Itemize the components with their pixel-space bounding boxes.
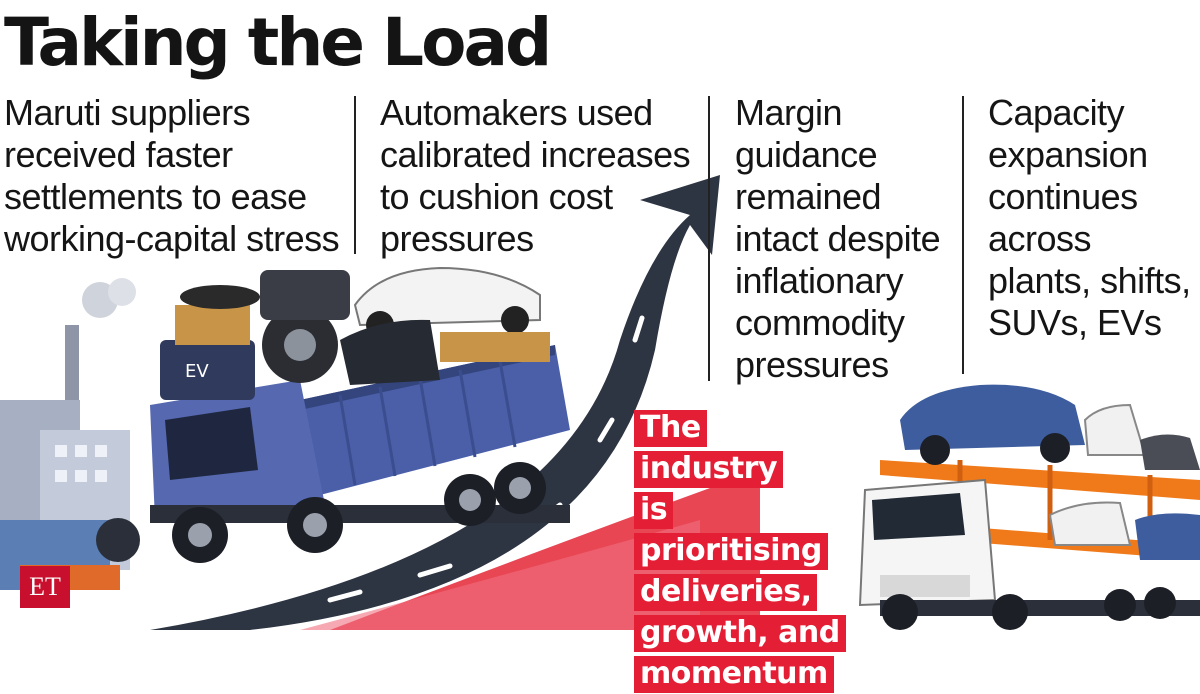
column-capacity: Capacity expansion continues across plan… xyxy=(988,92,1198,344)
column-divider xyxy=(708,96,710,381)
column-line: Capacity xyxy=(988,92,1125,133)
column-line: working-capital stress xyxy=(4,218,340,259)
column-line: received faster xyxy=(4,134,233,175)
callout-line: The industry xyxy=(634,410,784,488)
truck-ev-badge: EV xyxy=(185,361,209,382)
callout-line: deliveries, xyxy=(634,574,818,611)
column-line: guidance xyxy=(735,134,878,175)
page-title: Taking the Load xyxy=(4,4,552,81)
factory-icon xyxy=(0,278,140,590)
callout-box: The industry is prioritising deliveries,… xyxy=(634,407,846,694)
road-arrow xyxy=(150,175,720,630)
column-automakers: Automakers used calibrated increases to … xyxy=(380,92,700,260)
column-line: commodity xyxy=(735,302,905,343)
column-line: plants, shifts, xyxy=(988,260,1191,301)
column-divider xyxy=(962,96,964,374)
column-line: settlements to ease xyxy=(4,176,307,217)
column-line: across xyxy=(988,218,1092,259)
column-line: calibrated increases xyxy=(380,134,691,175)
callout-line: momentum xyxy=(634,656,834,693)
column-line: pressures xyxy=(380,218,534,259)
truck-icon xyxy=(150,266,570,563)
column-line: Margin xyxy=(735,92,843,133)
column-line: inflationary xyxy=(735,260,904,301)
column-suppliers: Maruti suppliers received faster settlem… xyxy=(4,92,349,260)
column-margin: Margin guidance remained intact despite … xyxy=(735,92,950,386)
column-line: to cushion cost xyxy=(380,176,613,217)
column-line: remained xyxy=(735,176,882,217)
car-carrier-icon xyxy=(858,384,1200,630)
column-line: continues xyxy=(988,176,1138,217)
column-line: expansion xyxy=(988,134,1148,175)
column-line: Maruti suppliers xyxy=(4,92,251,133)
column-line: pressures xyxy=(735,344,889,385)
callout-line: growth, and xyxy=(634,615,846,652)
column-line: intact despite xyxy=(735,218,941,259)
callout-line: is prioritising xyxy=(634,492,828,570)
red-swoosh-light xyxy=(300,520,700,630)
et-logo: ET xyxy=(20,566,70,608)
column-divider xyxy=(354,96,356,254)
column-line: Automakers used xyxy=(380,92,653,133)
column-line: SUVs, EVs xyxy=(988,302,1162,343)
